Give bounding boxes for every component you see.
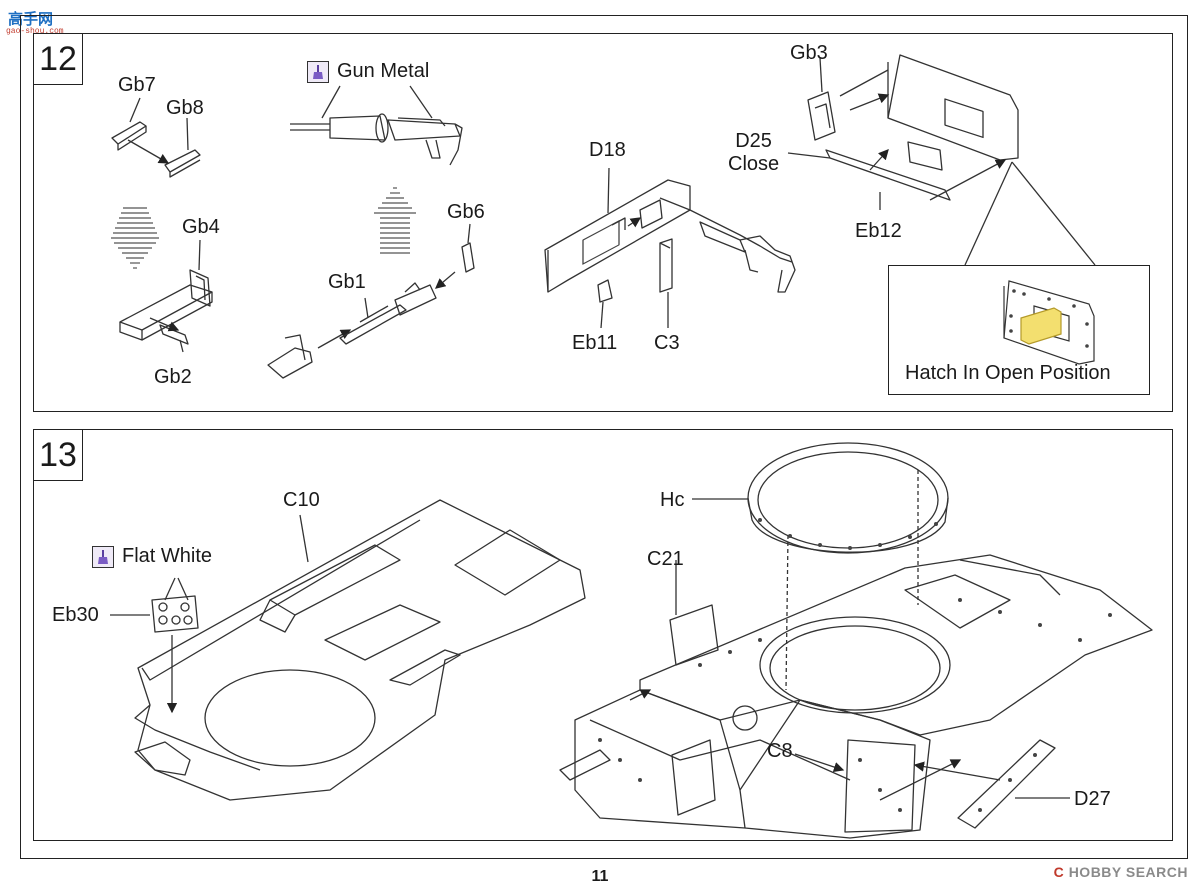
part-hull [559,554,1153,839]
paint-brush-icon [92,545,114,568]
label-c3: C3 [654,332,680,354]
label-d25: D25 [735,130,772,152]
step-13-panel [33,429,1173,841]
label-eb30: Eb30 [52,604,99,626]
part-gb3-d25-eb12 [787,54,1096,266]
label-gb3: Gb3 [790,42,828,64]
watermark-text: HOBBY SEARCH [1068,864,1188,880]
label-gb6: Gb6 [447,201,485,223]
step-13-number: 13 [33,429,83,481]
label-hc: Hc [660,489,685,511]
paint-brush-icon [307,60,329,83]
label-c8: C8 [767,740,793,762]
site-logo-url: gao-shou.com [6,27,64,36]
direction-arrow-up [374,187,416,254]
label-d18: D18 [589,139,626,161]
paint-label: Gun Metal [337,60,430,82]
label-gb8: Gb8 [166,97,204,119]
page-number: 11 [591,868,609,885]
label-d25-close: D25 Close [728,130,779,176]
part-gb4-gb2 [119,239,213,353]
label-eb12: Eb12 [855,220,902,242]
part-d18-plate [544,167,796,329]
rivet-dots [598,518,1112,812]
watermark-mark: C [1053,864,1065,880]
inset-hatch-open: Hatch In Open Position [888,265,1150,395]
part-eb30 [110,577,199,633]
paint-label: Flat White [122,545,213,567]
direction-arrow-down [111,207,159,269]
hobby-search-watermark: C HOBBY SEARCH [1054,864,1188,880]
part-gun-barrel-top [290,85,463,166]
step-12-panel [33,33,1173,412]
label-gb1: Gb1 [328,271,366,293]
inset-caption: Hatch In Open Position [905,362,1111,384]
paint-callout-flat-white: Flat White [92,545,212,568]
part-gb7-gb8 [111,97,201,178]
label-gb2: Gb2 [154,366,192,388]
label-gb7: Gb7 [118,74,156,96]
page-frame [20,15,1188,859]
label-gb4: Gb4 [182,216,220,238]
hatch-highlight [1020,307,1062,345]
label-d27: D27 [1074,788,1111,810]
part-gb1-gb6 [267,223,475,379]
label-c21: C21 [647,548,684,570]
label-eb11: Eb11 [572,332,618,354]
part-c10-floor [134,499,586,801]
label-close: Close [728,153,780,175]
paint-callout-gun-metal: Gun Metal [307,60,429,83]
step-12-number: 12 [33,33,83,85]
label-c10: C10 [283,489,320,511]
hatch-open-drawing [1003,280,1095,365]
